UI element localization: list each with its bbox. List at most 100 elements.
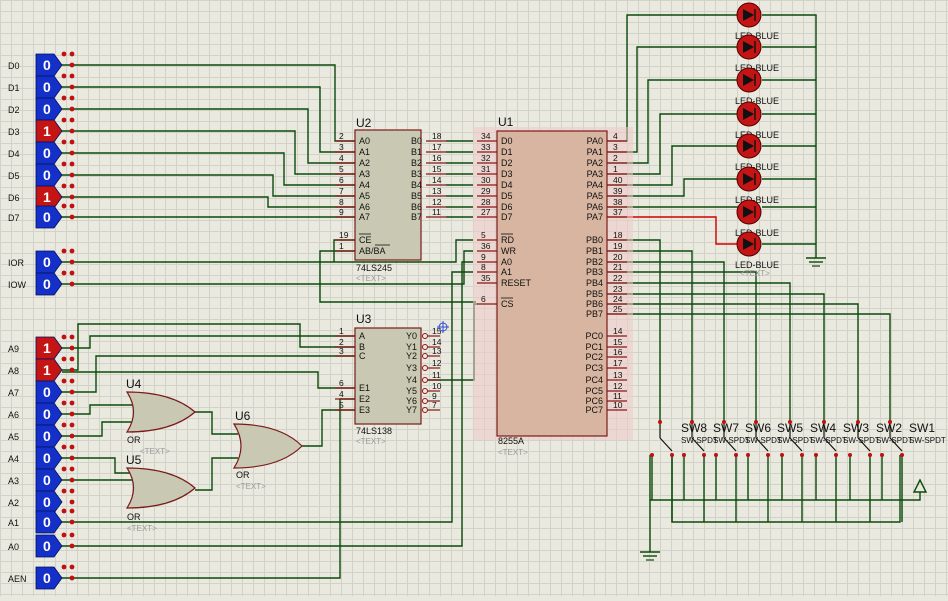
- pin-name: PC1: [585, 342, 603, 352]
- switch-lever: [691, 437, 705, 452]
- pin-number: 4: [613, 131, 618, 141]
- leds: LED-BLUELED-BLUELED-BLUELED-BLUELED-BLUE…: [735, 2, 779, 270]
- u3-text: <TEXT>: [356, 437, 386, 446]
- switch-lever: [889, 437, 903, 452]
- input-terminal-body: [35, 53, 63, 77]
- switch-label: SW4: [810, 421, 836, 435]
- pin-name: A0: [501, 257, 512, 267]
- pin-dot: [69, 532, 75, 538]
- switch-lever: [789, 437, 803, 452]
- pin-dot: [69, 73, 75, 79]
- input-value: 0: [43, 79, 51, 95]
- gate-u5-type: OR: [127, 512, 141, 522]
- input-label: IOR: [8, 258, 25, 268]
- pin-number: 10: [613, 400, 623, 410]
- input-terminal-body: [35, 205, 63, 229]
- switch-type: SW-SPDT: [745, 436, 782, 445]
- pin-name: PB2: [586, 257, 603, 267]
- chip-u1[interactable]: [496, 130, 608, 437]
- pin-number: 6: [339, 175, 344, 185]
- pin-dot: [61, 444, 67, 450]
- pin-dot: [69, 356, 75, 362]
- input-label: D6: [8, 193, 20, 203]
- switch-lever: [723, 437, 737, 452]
- diode-icon: [743, 173, 754, 185]
- pin-dot: [61, 203, 67, 209]
- input-terminal-body: [35, 336, 63, 360]
- input-value: 1: [43, 362, 51, 378]
- led-label: LED-BLUE: [735, 96, 779, 106]
- chip-u3[interactable]: [354, 327, 422, 425]
- pin-dot: [61, 564, 67, 570]
- pin-number: 13: [432, 186, 442, 196]
- pin-name: PA0: [587, 136, 603, 146]
- pin-dot: [69, 51, 75, 57]
- pin-dot: [69, 389, 75, 395]
- pin-name: B3: [411, 169, 422, 179]
- pin-name: D7: [501, 212, 513, 222]
- input-value: 0: [43, 472, 51, 488]
- pin-dot: [650, 453, 654, 457]
- pin-dot: [714, 453, 718, 457]
- ground-icon: [806, 252, 826, 267]
- pin-name: PB5: [586, 289, 603, 299]
- gate-u4[interactable]: U4 OR <TEXT>: [125, 377, 196, 456]
- led: LED-BLUE: [735, 101, 779, 140]
- pin-number: 12: [432, 358, 442, 368]
- pin-dot: [61, 488, 67, 494]
- pin-number: 33: [481, 142, 491, 152]
- pin-name: PA6: [587, 202, 603, 212]
- pin-dot: [69, 508, 75, 514]
- led-label: LED-BLUE: [735, 63, 779, 73]
- pin-number: 13: [613, 370, 623, 380]
- pin-dot: [61, 356, 67, 362]
- pin-name: Y0: [406, 331, 417, 341]
- pin-name: PB3: [586, 267, 603, 277]
- pin-dot: [61, 117, 67, 123]
- switch-lever: [857, 437, 871, 452]
- input-terminal-body: [35, 566, 63, 590]
- pin-number: 7: [432, 400, 437, 410]
- pin-number: 15: [613, 337, 623, 347]
- diode-icon: [743, 74, 754, 86]
- pin-number: 12: [432, 197, 442, 207]
- input-terminal-body: [35, 163, 63, 187]
- chip-u2[interactable]: [354, 129, 422, 261]
- gate-u6[interactable]: U6 OR <TEXT>: [232, 409, 303, 491]
- pin-number: 24: [613, 294, 623, 304]
- switch-lever: [823, 437, 837, 452]
- pin-number: 20: [613, 252, 623, 262]
- gate-u5[interactable]: U5 OR <TEXT>: [125, 453, 196, 533]
